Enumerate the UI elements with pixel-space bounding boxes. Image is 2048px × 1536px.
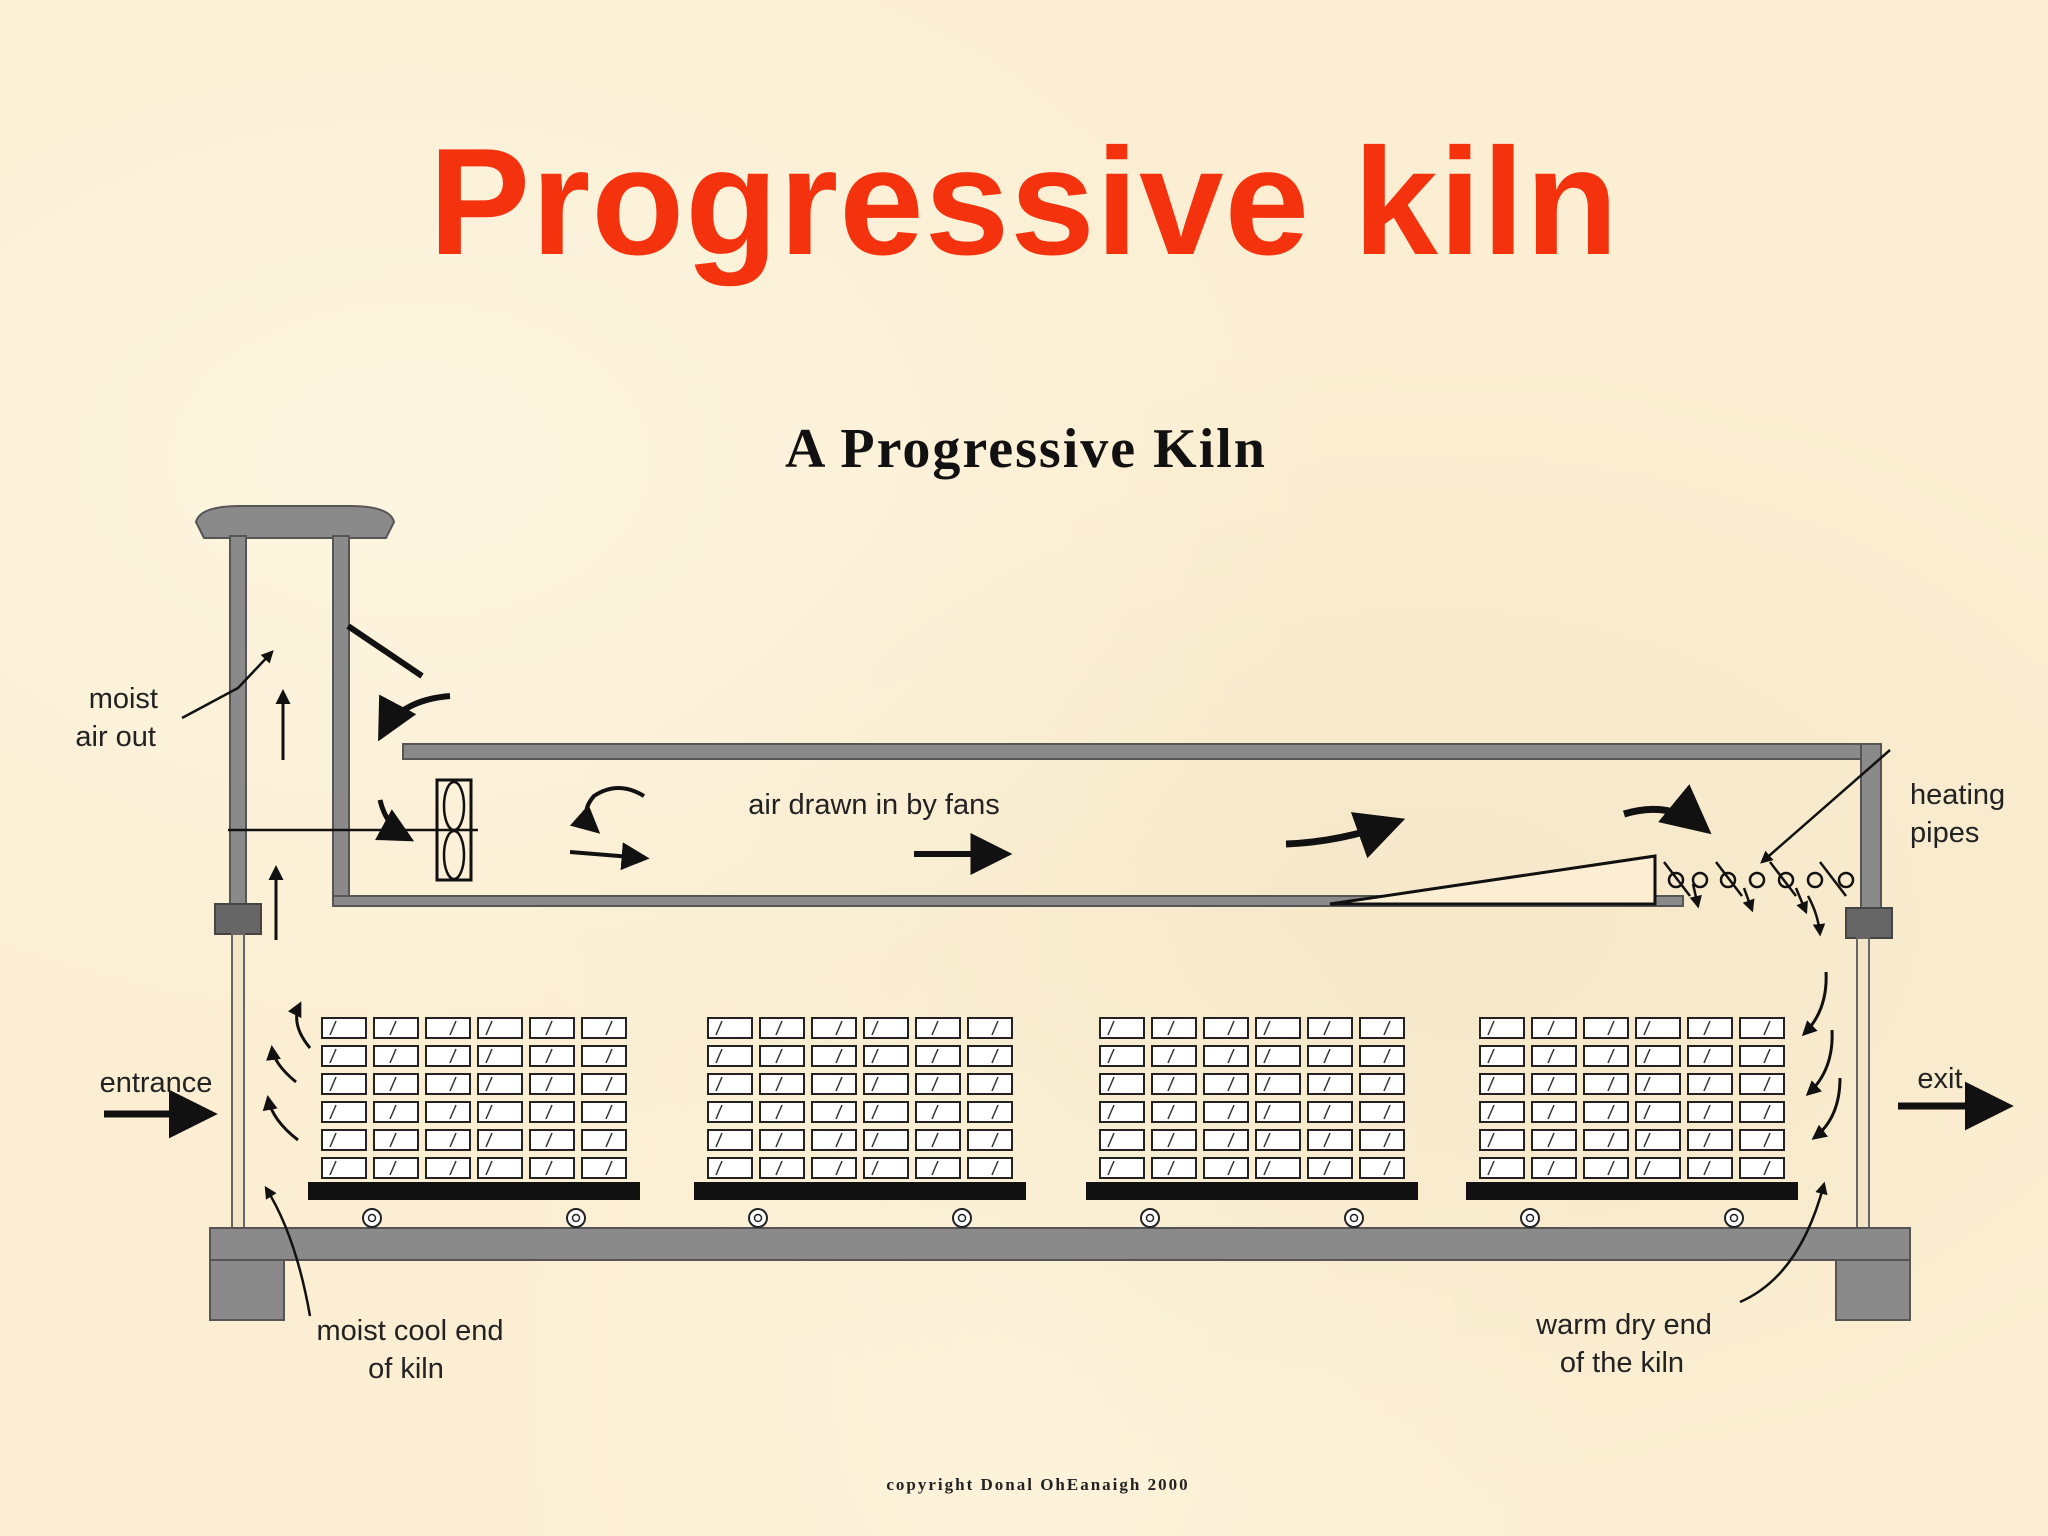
label-warm-dry-end-1: warm dry end <box>1535 1309 1712 1341</box>
label-moist-cool-end-1: moist cool end <box>317 1315 504 1347</box>
air-flow-arrows <box>104 650 2014 1317</box>
fan-icon <box>435 778 473 882</box>
heating-pipes-icon <box>1663 861 1855 937</box>
kiln-body <box>209 933 1911 1321</box>
label-moist-cool-end-2: of kiln <box>368 1353 444 1385</box>
page-title: Progressive kiln <box>428 117 1620 287</box>
copyright: copyright Donal OhEanaigh 2000 <box>886 1475 1189 1494</box>
label-moist-air-1: moist <box>89 683 158 715</box>
label-exit: exit <box>1917 1063 1962 1095</box>
label-air-drawn: air drawn in by fans <box>748 789 999 821</box>
label-heating-pipes-2: pipes <box>1910 817 1979 849</box>
brick-cart <box>1466 1017 1798 1228</box>
label-moist-air-2: air out <box>75 721 156 753</box>
diagram-title: A Progressive Kiln <box>785 418 1267 480</box>
label-heating-pipes-1: heating <box>1910 779 2005 811</box>
brick-cart <box>694 1017 1026 1228</box>
air-duct <box>332 743 1893 939</box>
brick-cart <box>308 1017 640 1228</box>
brick-cart <box>1086 1017 1418 1228</box>
brick-carts <box>308 1017 1798 1228</box>
label-entrance: entrance <box>100 1067 213 1099</box>
label-warm-dry-end-2: of the kiln <box>1560 1347 1684 1379</box>
chimney <box>194 505 478 935</box>
